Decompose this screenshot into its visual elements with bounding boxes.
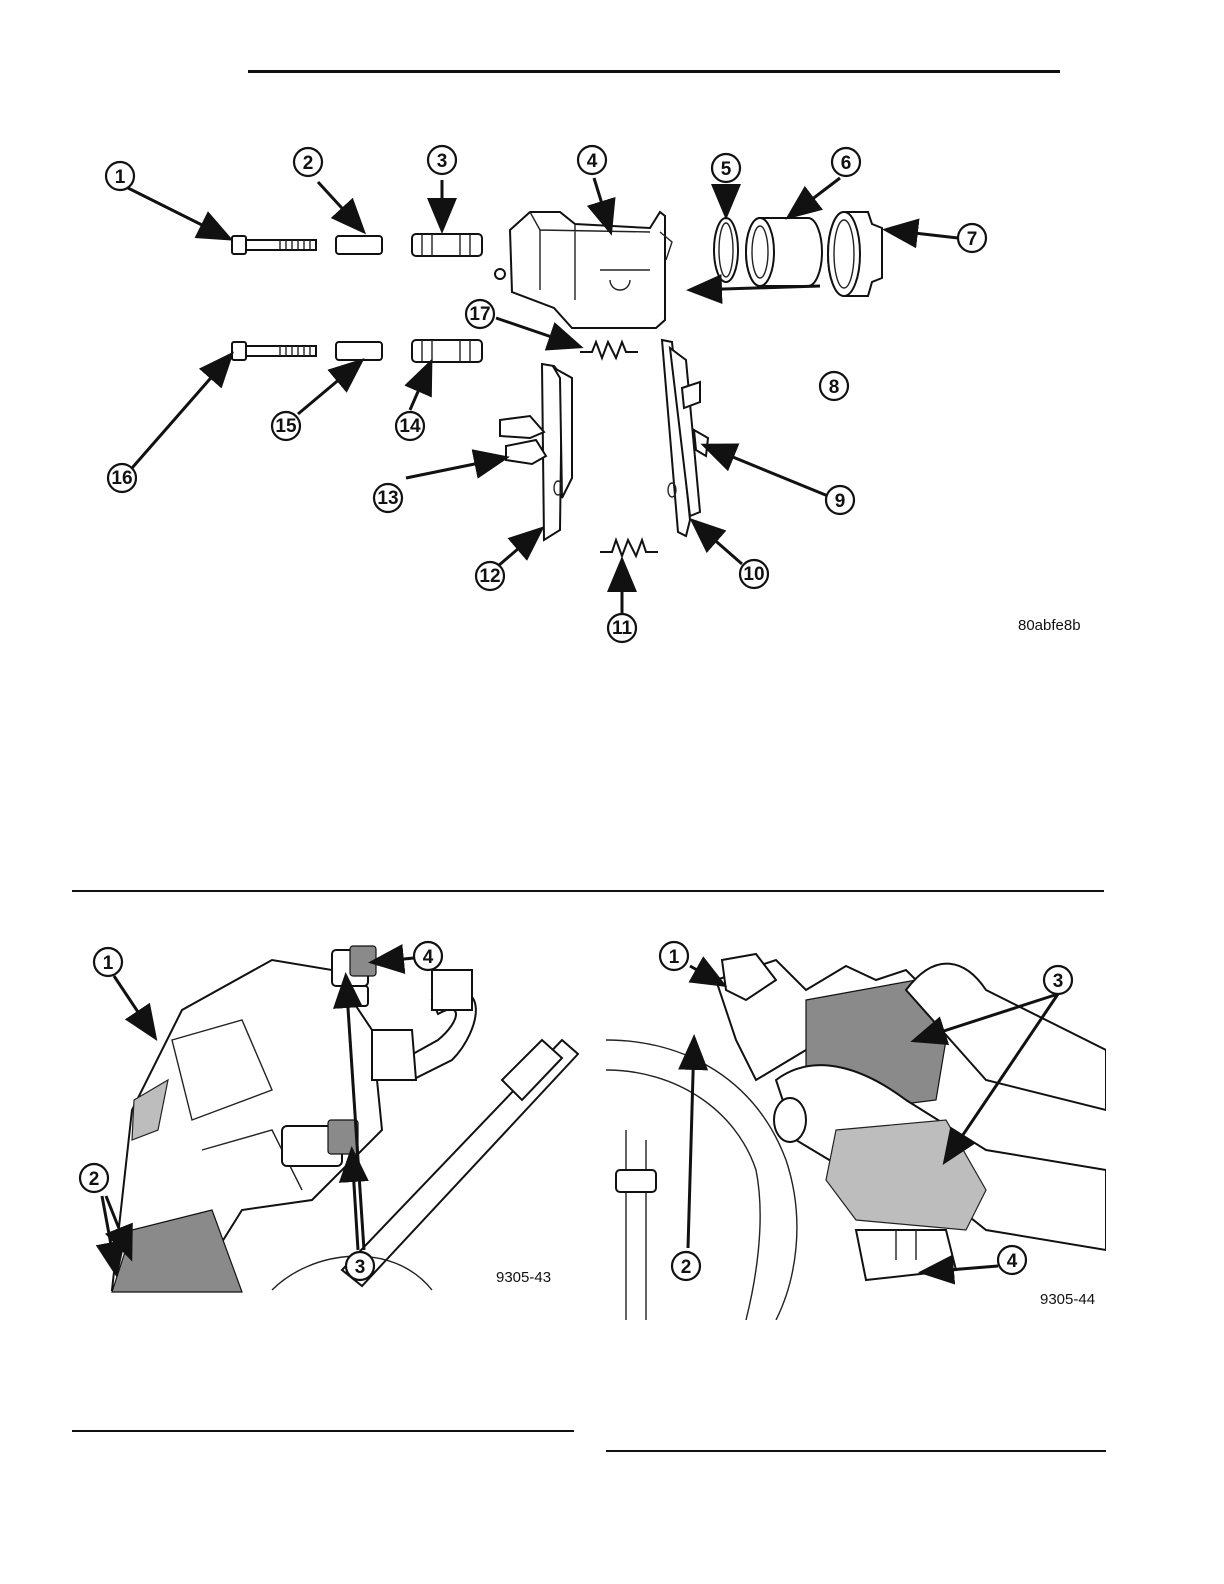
svg-text:1: 1 — [103, 953, 114, 974]
guide-pin-bolt-upper — [232, 236, 316, 254]
top-rule — [248, 70, 1060, 73]
callout-3: 3 — [428, 146, 456, 174]
svg-text:5: 5 — [721, 159, 732, 180]
callout-2: 2 — [294, 148, 322, 176]
svg-text:4: 4 — [423, 947, 434, 968]
brake-rotor — [606, 1040, 797, 1320]
svg-text:12: 12 — [479, 566, 500, 587]
outboard-brake-pad — [662, 340, 708, 536]
callout-3: 3 — [1044, 966, 1072, 994]
callout-5: 5 — [712, 154, 740, 182]
bottom-left-rule — [72, 1430, 574, 1432]
svg-text:2: 2 — [681, 1257, 692, 1278]
svg-text:4: 4 — [1007, 1251, 1018, 1272]
svg-text:3: 3 — [355, 1257, 366, 1278]
figure-code: 80abfe8b — [1018, 617, 1081, 634]
piston-seal — [714, 218, 738, 282]
sleeve-upper — [336, 236, 382, 254]
caliper-exploded-figure: 1 2 3 4 5 6 7 8 9 10 11 12 13 14 15 16 1… — [60, 120, 1100, 660]
callout-7: 7 — [958, 224, 986, 252]
callout-17: 17 — [466, 300, 494, 328]
callout-14: 14 — [396, 412, 424, 440]
callout-13: 13 — [374, 484, 402, 512]
bushing-lower — [412, 340, 482, 362]
callout-15: 15 — [272, 412, 300, 440]
svg-text:7: 7 — [967, 229, 978, 250]
callout-8: 8 — [820, 372, 848, 400]
svg-text:17: 17 — [469, 304, 490, 325]
sleeve-lower — [336, 342, 382, 360]
callout-1: 1 — [106, 162, 134, 190]
bottom-right-rule — [606, 1450, 1106, 1452]
callout-2: 2 — [80, 1164, 108, 1192]
svg-text:1: 1 — [669, 947, 680, 968]
svg-text:2: 2 — [89, 1169, 100, 1190]
callout-10: 10 — [740, 560, 768, 588]
dust-boot — [828, 212, 882, 296]
svg-text:14: 14 — [399, 416, 421, 437]
callout-4: 4 — [414, 942, 442, 970]
caliper-exploded-drawing: 1 2 3 4 5 6 7 8 9 10 11 12 13 14 15 16 1… — [60, 120, 1100, 660]
svg-text:10: 10 — [743, 564, 764, 585]
callout-6: 6 — [832, 148, 860, 176]
caliper-removal-figure: 1 2 3 4 9305-43 — [72, 930, 582, 1300]
svg-text:3: 3 — [437, 151, 448, 172]
anti-rattle-clip-upper — [580, 342, 638, 358]
anti-rattle-clip-lower — [600, 540, 658, 556]
svg-text:3: 3 — [1053, 971, 1064, 992]
caliper-removal-drawing: 1 2 3 4 9305-43 — [72, 930, 582, 1300]
callout-16: 16 — [108, 464, 136, 492]
guide-pin-bolt-lower — [232, 342, 316, 360]
svg-text:13: 13 — [377, 488, 398, 509]
svg-text:9: 9 — [835, 491, 846, 512]
callout-11: 11 — [608, 614, 636, 642]
callout-4: 4 — [578, 146, 606, 174]
svg-text:6: 6 — [841, 153, 852, 174]
svg-text:1: 1 — [115, 167, 126, 188]
callout-12: 12 — [476, 562, 504, 590]
callout-2: 2 — [672, 1252, 700, 1280]
svg-text:15: 15 — [275, 416, 297, 437]
svg-text:8: 8 — [829, 377, 840, 398]
svg-text:4: 4 — [587, 151, 598, 172]
callout-1: 1 — [660, 942, 688, 970]
svg-text:16: 16 — [111, 468, 132, 489]
caliper-housing — [495, 212, 672, 328]
pad-removal-figure: 1 2 3 4 9305-44 — [606, 930, 1106, 1320]
bushing-upper — [412, 234, 482, 256]
caliper-piston — [746, 218, 822, 286]
svg-text:11: 11 — [612, 618, 633, 639]
figure-code: 9305-43 — [496, 1269, 551, 1286]
inboard-brake-pad — [500, 364, 572, 540]
callout-1: 1 — [94, 948, 122, 976]
svg-text:2: 2 — [303, 153, 314, 174]
pad-removal-drawing: 1 2 3 4 9305-44 — [606, 930, 1106, 1320]
middle-rule — [72, 890, 1104, 892]
callout-3: 3 — [346, 1252, 374, 1280]
figure-code: 9305-44 — [1040, 1291, 1095, 1308]
callout-4: 4 — [998, 1246, 1026, 1274]
callout-9: 9 — [826, 486, 854, 514]
